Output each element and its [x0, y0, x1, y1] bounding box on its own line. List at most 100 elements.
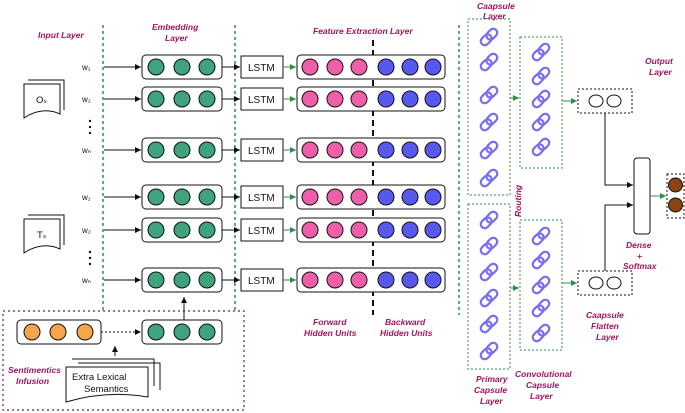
embedding-unit — [198, 221, 216, 239]
forward-hidden-unit — [301, 90, 319, 108]
backward-hidden-unit — [424, 188, 442, 206]
forward-hidden-unit — [350, 188, 368, 206]
capsule-icon — [479, 52, 499, 72]
backward-hidden-unit — [424, 58, 442, 76]
capsule-link — [485, 27, 499, 41]
embedding-unit — [198, 188, 216, 206]
capsule-link — [537, 275, 551, 289]
conv-capsule-label-1: Convolutional — [515, 369, 572, 379]
dense-label-3: Softmax — [623, 261, 658, 271]
capsule-icon — [531, 89, 551, 109]
flatten-unit — [606, 276, 622, 290]
primary-capsule-lower-box — [467, 203, 511, 370]
output-box — [666, 173, 685, 219]
capsule-link — [537, 298, 551, 312]
forward-hidden-unit — [326, 271, 344, 289]
capsule-link — [485, 262, 499, 276]
flatten-label-3: Layer — [596, 332, 619, 342]
capsule-link — [485, 341, 499, 355]
capsule-link — [479, 118, 493, 132]
forward-hidden-unit — [326, 188, 344, 206]
word-label: w₁ — [81, 193, 91, 202]
embedding-layer-label-1: Embedding — [152, 22, 199, 32]
sentiment-unit — [76, 323, 94, 341]
forward-hidden-unit — [350, 141, 368, 159]
capsule-link — [531, 72, 545, 86]
embedding-unit — [147, 90, 165, 108]
capsule-link — [479, 33, 493, 47]
word-label: w₂ — [81, 95, 91, 104]
capsule-icon — [531, 42, 551, 62]
word-label: wₙ — [81, 146, 91, 155]
capsule-icon — [531, 298, 551, 318]
capsule-link — [531, 143, 545, 157]
capsule-link — [537, 66, 551, 80]
embedding-unit — [198, 141, 216, 159]
capsule-link — [531, 281, 545, 295]
capsule-link — [485, 140, 499, 154]
primary-capsule-label-3: Layer — [480, 396, 503, 406]
backward-label-1: Backward — [385, 317, 426, 327]
forward-hidden-unit — [350, 221, 368, 239]
backward-hidden-unit — [424, 141, 442, 159]
flatten-upper-box — [577, 88, 633, 114]
capsule-link — [531, 256, 545, 270]
caapsule-layer-label-1: Caapsule — [477, 1, 515, 11]
backward-hidden-unit — [377, 141, 395, 159]
document-ts-icon — [23, 214, 65, 254]
backward-hidden-unit — [401, 90, 419, 108]
capsule-link — [537, 250, 551, 264]
forward-hidden-unit — [326, 221, 344, 239]
conv-capsule-label-3: Layer — [530, 391, 553, 401]
embedding-unit — [173, 90, 191, 108]
flatten-to-dense-lower-link — [604, 202, 633, 271]
embedding-unit — [147, 188, 165, 206]
capsule-link — [537, 137, 551, 151]
capsule-link — [479, 58, 493, 72]
conv-capsule-upper-box — [519, 36, 563, 169]
sentimentics-label-1: Sentimentics — [8, 365, 61, 375]
forward-hidden-unit — [326, 141, 344, 159]
capsule-link — [479, 347, 493, 361]
capsule-link — [479, 242, 493, 256]
capsule-icon — [479, 168, 499, 188]
document-os-icon — [23, 79, 65, 119]
sentiment-unit — [23, 323, 41, 341]
capsule-link — [531, 95, 545, 109]
embedding-unit — [198, 323, 216, 341]
hidden-units-vector — [296, 137, 446, 163]
sentimentics-box — [2, 310, 245, 411]
embedding-unit — [173, 58, 191, 76]
hidden-units-vector — [296, 184, 446, 210]
capsule-icon — [479, 85, 499, 105]
input-layer-label: Input Layer — [38, 30, 85, 40]
capsule-icon — [531, 66, 551, 86]
capsule-link — [479, 146, 493, 160]
capsule-icon — [479, 236, 499, 256]
sequence-row: wₙ LSTM — [81, 267, 446, 293]
lstm-label: LSTM — [248, 276, 275, 287]
backward-hidden-unit — [424, 271, 442, 289]
word-label: wₙ — [81, 276, 91, 285]
backward-hidden-unit — [401, 58, 419, 76]
capsule-link — [485, 288, 499, 302]
dense-label-1: Dense — [626, 240, 652, 250]
output-unit — [668, 177, 683, 193]
backward-label-2: Hidden Units — [380, 328, 433, 338]
capsule-link — [479, 268, 493, 282]
word-label: w₂ — [81, 226, 91, 235]
capsule-link — [537, 112, 551, 126]
capsule-link — [485, 85, 499, 99]
backward-hidden-unit — [401, 188, 419, 206]
backward-hidden-unit — [377, 221, 395, 239]
capsule-link — [537, 226, 551, 240]
primary-capsule-label-2: Capsule — [474, 385, 507, 395]
ellipsis-dots-bottom — [88, 250, 92, 266]
forward-hidden-unit — [326, 90, 344, 108]
word-label: w₁ — [81, 63, 91, 72]
